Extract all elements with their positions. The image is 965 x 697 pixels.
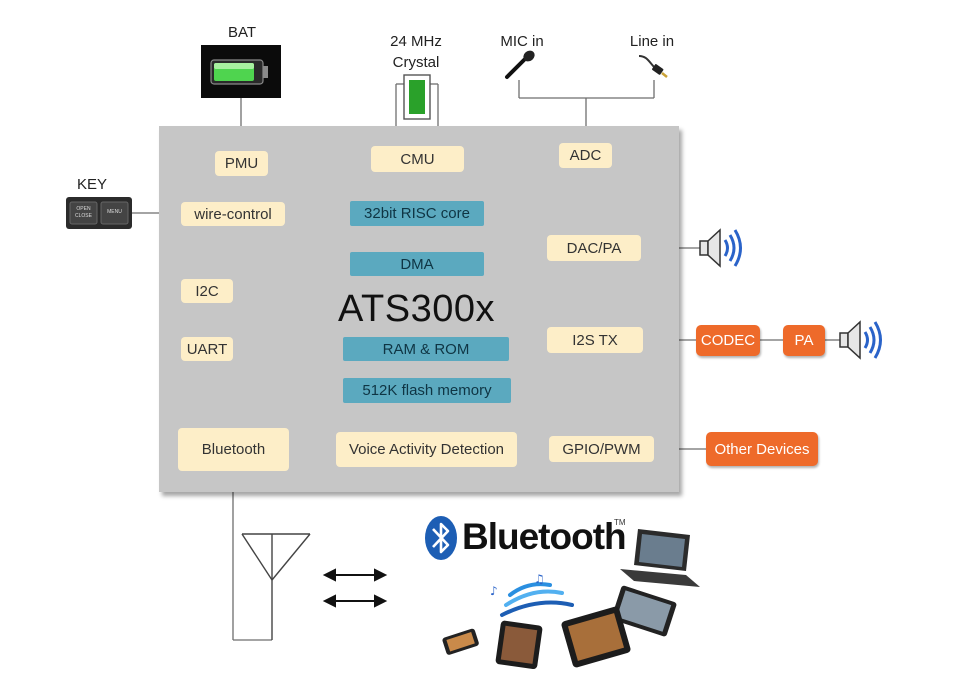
uart-block: UART bbox=[181, 337, 233, 361]
key-open-text: OPEN bbox=[76, 206, 91, 212]
pmu-block: PMU bbox=[215, 151, 268, 176]
bluetooth-block: Bluetooth bbox=[178, 428, 289, 471]
chip-title: ATS300x bbox=[338, 288, 495, 330]
wire-control-block: wire-control bbox=[181, 202, 285, 226]
speaker-icon bbox=[698, 226, 746, 270]
gpio-pwm-block: GPIO/PWM bbox=[549, 436, 654, 462]
i2s-tx-block: I2S TX bbox=[547, 327, 643, 353]
svg-text:♪: ♪ bbox=[490, 584, 498, 598]
wireless-arrows-icon bbox=[322, 568, 388, 608]
speaker-icon-2 bbox=[838, 318, 886, 362]
vad-block: Voice Activity Detection bbox=[336, 432, 517, 467]
wireless-waves-icon bbox=[500, 582, 574, 617]
other-devices-block: Other Devices bbox=[706, 432, 818, 466]
mic-in-label: MIC in bbox=[500, 33, 544, 50]
bluetooth-logo-icon bbox=[424, 515, 458, 561]
battery-icon bbox=[201, 45, 281, 98]
dma-block: DMA bbox=[350, 252, 484, 276]
bat-label: BAT bbox=[227, 24, 257, 41]
key-buttons-icon: OPEN CLOSE MENU bbox=[66, 197, 132, 229]
tablet-icon bbox=[611, 585, 677, 637]
flash-memory-block: 512K flash memory bbox=[343, 378, 511, 403]
codec-block: CODEC bbox=[696, 325, 760, 356]
tablet-small-icon bbox=[495, 620, 543, 670]
devices-illustration: ♪ ♫ bbox=[438, 525, 708, 675]
crystal-label-line1: 24 MHz bbox=[390, 33, 442, 50]
ram-rom-block: RAM & ROM bbox=[343, 337, 509, 361]
crystal-label-line2: Crystal bbox=[392, 54, 440, 71]
laptop-icon bbox=[620, 529, 700, 587]
audio-jack-icon bbox=[637, 52, 669, 80]
risc-core-block: 32bit RISC core bbox=[350, 201, 484, 226]
phone-icon bbox=[442, 628, 479, 655]
bluetooth-trademark: TM bbox=[614, 518, 626, 527]
crystal-icon bbox=[403, 74, 431, 120]
i2c-block: I2C bbox=[181, 279, 233, 303]
dac-pa-block: DAC/PA bbox=[547, 235, 641, 261]
adc-block: ADC bbox=[559, 143, 612, 168]
tablet-large-icon bbox=[561, 606, 631, 668]
cmu-block: CMU bbox=[371, 146, 464, 172]
key-label: KEY bbox=[76, 176, 107, 193]
microphone-icon bbox=[503, 50, 537, 80]
bluetooth-wordmark: Bluetooth bbox=[462, 516, 627, 557]
svg-text:♫: ♫ bbox=[534, 572, 545, 586]
antenna-icon bbox=[241, 533, 311, 640]
key-close-text: CLOSE bbox=[75, 213, 92, 219]
key-menu-text: MENU bbox=[107, 209, 122, 215]
pa-block: PA bbox=[783, 325, 825, 356]
line-in-label: Line in bbox=[629, 33, 675, 50]
